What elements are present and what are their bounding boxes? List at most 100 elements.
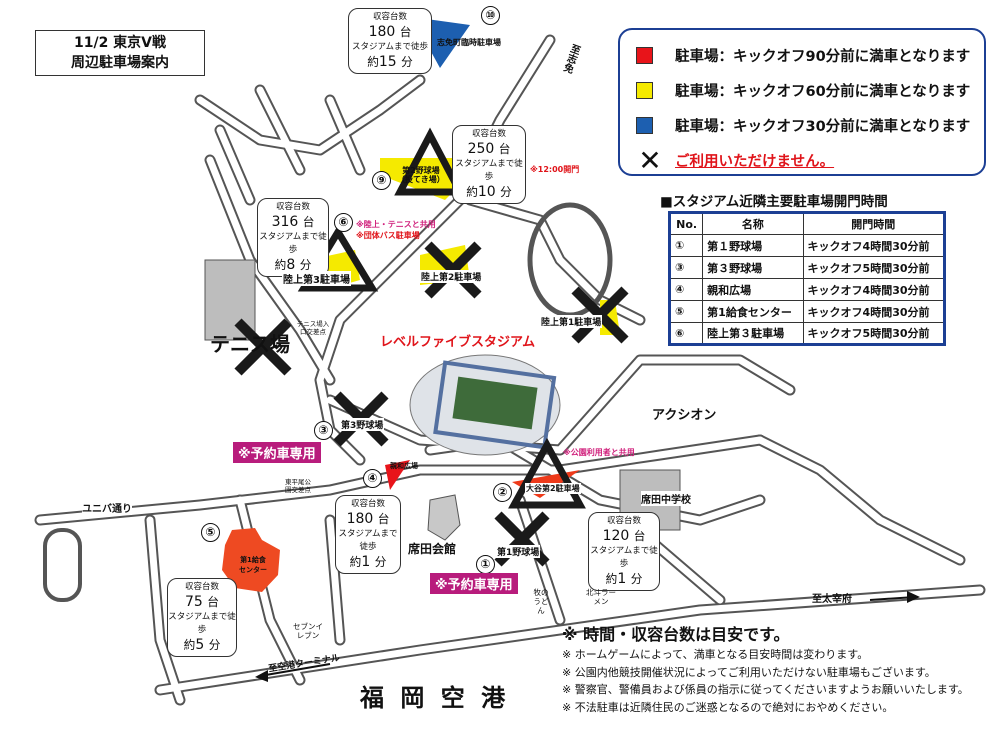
legend-unavailable: ✕ ご利用いただけません。 (630, 143, 974, 178)
cell: キックオフ4時間30分前 (802, 234, 946, 257)
cell: キックオフ4時間30分前 (802, 300, 946, 323)
lot-3-name: 第3野球場 (340, 418, 385, 431)
capacity-value: 75 (185, 594, 203, 610)
cell: 第1給食センター (702, 300, 804, 323)
lot-number-10: ⑩ (481, 6, 500, 25)
lot-9-name-line1: 第2野球場 (402, 166, 440, 175)
reserved-only-badge: ※予約車専用 (430, 573, 518, 594)
legend-label: 駐車場：キックオフ90分前に満車となります (675, 49, 971, 65)
udon-label: 牧のうどん (533, 588, 549, 615)
walk-label: スタジアムまで徒歩 (168, 612, 236, 635)
about: 約 (349, 555, 362, 569)
lot-6-note-1: ※陸上・テニスと共用 (356, 220, 436, 229)
lot-6-note-2: ※団体バス駐車場 (356, 231, 420, 240)
tennis-entrance-label: テニス場入口交差点 (296, 320, 330, 336)
cell: キックオフ4時間30分前 (802, 278, 946, 301)
red-swatch-icon (636, 47, 653, 64)
lot-4-name: 親和広場 (390, 462, 418, 470)
ramen-label: 北斗ラーメン (586, 588, 616, 606)
hall-building (427, 494, 461, 541)
capacity-label: 収容台数 (471, 129, 506, 139)
airport-label: 福 岡 空 港 (360, 684, 510, 712)
note-line: ※ 不法駐車は近隣住民のご迷惑となるので絶対におやめください。 (562, 700, 894, 714)
map-title: 11/2 東京V戦 周辺駐車場案内 (35, 30, 205, 76)
note-line: ※ 公園内他競技開催状況によってご利用いただけない駐車場もございます。 (562, 665, 936, 679)
unit: 台 (302, 215, 315, 229)
rikujo-1-name: 陸上第1駐車場 (540, 315, 603, 328)
lot-5-area (222, 528, 280, 592)
about: 約 (183, 638, 196, 652)
walk-label: スタジアムまで徒歩 (455, 159, 523, 182)
lot-number-3: ③ (314, 421, 333, 440)
legend-red: 駐車場：キックオフ90分前に満車となります (630, 38, 974, 73)
info-lot-10: 収容台数 180 台 スタジアムまで徒歩 約15 分 (348, 8, 432, 74)
cell: 第１野球場 (702, 234, 804, 257)
x-mark-icon: ✕ (638, 143, 662, 177)
walk-label: スタジアムまで徒歩 (259, 232, 327, 255)
walk-minutes: 10 (477, 184, 496, 200)
seven-eleven-label: セブンイレブン (293, 622, 323, 640)
lot-4-area (385, 460, 410, 490)
walk-minutes: 1 (361, 554, 371, 570)
cell: 親和広場 (702, 278, 804, 301)
cell: 陸上第３駐車場 (702, 322, 804, 345)
legend-label: 駐車場：キックオフ30分前に満車となります (675, 119, 971, 135)
cell: キックオフ5時間30分前 (802, 256, 946, 279)
unit: 台 (399, 25, 412, 39)
stadium-label: レベルファイブスタジアム (380, 335, 536, 350)
lot-number-2: ② (493, 483, 512, 502)
triangle-lot-9 (394, 127, 466, 196)
lot-9-name: 第2野球場（投てき場） (396, 166, 446, 184)
triangle-lot-2 (508, 437, 586, 509)
lot-6-name: 陸上第3駐車場 (282, 271, 351, 286)
th-no: No. (668, 212, 704, 235)
legend: 駐車場：キックオフ90分前に満車となります 駐車場：キックオフ60分前に満車とな… (618, 28, 986, 176)
cell: ④ (668, 278, 704, 301)
unit: 台 (633, 529, 646, 543)
note-line: ※ ホームゲームによって、満車となる目安時間は変わります。 (562, 648, 869, 661)
lot-1-name: 第1野球場 (496, 545, 541, 558)
title-line-1: 11/2 東京V戦 (73, 35, 167, 51)
cell: ⑤ (668, 300, 704, 323)
walk-minutes: 15 (378, 54, 397, 70)
opening-table-title: ■スタジアム近隣主要駐車場開門時間 (660, 194, 888, 210)
tennis-label: テニス場 (210, 332, 290, 356)
minutes: 分 (299, 258, 312, 272)
capacity-label: 収容台数 (184, 582, 219, 592)
rikujo-2-name: 陸上第2駐車場 (420, 270, 483, 283)
title-line-2: 周辺駐車場案内 (71, 55, 169, 71)
higashi-hirao-label: 東平尾公園交差点 (285, 478, 311, 494)
minutes: 分 (401, 55, 413, 69)
cell: ⑥ (668, 322, 704, 345)
lot-number-6: ⑥ (334, 213, 353, 232)
track-field (527, 202, 613, 318)
lot-number-9: ⑨ (372, 171, 391, 190)
cell: 第３野球場 (702, 256, 804, 279)
lot-number-4: ④ (363, 469, 382, 488)
lot-10-name: 志免町臨時駐車場 (437, 38, 501, 47)
th-name: 名称 (702, 212, 804, 235)
school-label: 席田中学校 (641, 491, 691, 506)
about: 約 (605, 572, 618, 586)
legend-label: ご利用いただけません。 (675, 154, 835, 170)
unit: 台 (377, 512, 390, 526)
capacity-value: 120 (602, 528, 630, 544)
walk-label: スタジアムまで徒歩 (590, 546, 658, 569)
minutes: 分 (374, 555, 387, 569)
axion-label: アクシオン (652, 408, 717, 423)
about: 約 (466, 185, 478, 199)
to-airport-arrow (259, 663, 331, 677)
walk-minutes: 8 (286, 257, 296, 273)
unit: 台 (207, 595, 219, 609)
info-lot-2: 収容台数 120 台 スタジアムまで徒歩 約1 分 (588, 512, 660, 591)
minutes: 分 (630, 572, 643, 586)
cell: キックオフ5時間30分前 (802, 322, 946, 345)
univ-street-label: ユニバ通り (82, 500, 132, 515)
notes: ※ 時間・収容台数は目安です。 ※ ホームゲームによって、満車となる目安時間は変… (562, 624, 969, 716)
x-mark-icon (234, 318, 292, 376)
